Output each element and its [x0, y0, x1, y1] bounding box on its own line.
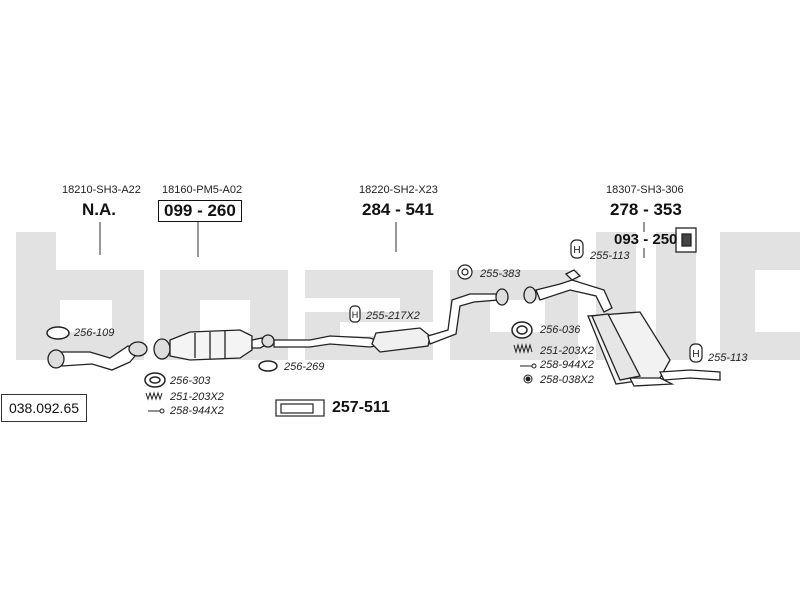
svg-text:H: H: [352, 310, 359, 320]
part-bolt-258-944-rear[interactable]: 258-944X2: [540, 359, 594, 371]
part-spring-251-203-rear[interactable]: 251-203X2: [540, 345, 594, 357]
part-mount-kit[interactable]: 257-511: [332, 399, 390, 416]
front-pipe-drawing: [47, 341, 148, 371]
part-gasket-256-269[interactable]: 256-269: [284, 361, 325, 373]
part-accessory[interactable]: 093 - 250: [614, 231, 678, 248]
watermark-logo: [16, 232, 800, 360]
accessory-box-drawing: [675, 227, 697, 253]
part-front-pipe: N.A.: [82, 200, 116, 219]
part-catalyst[interactable]: 099 - 260: [158, 200, 242, 222]
oem-number-middle: 18220-SH2-X23: [359, 184, 438, 196]
bosal-logo-box: [275, 399, 325, 417]
part-bolt-258-944-front[interactable]: 258-944X2: [170, 405, 224, 417]
catalytic-converter-drawing: [153, 329, 275, 361]
part-gasket-256-109[interactable]: 256-109: [74, 327, 115, 339]
part-spring-251-203-front[interactable]: 251-203X2: [170, 391, 224, 403]
part-nut-258-038[interactable]: 258-038X2: [540, 374, 594, 386]
oem-number-front-pipe: 18210-SH3-A22: [62, 184, 141, 196]
svg-text:H: H: [692, 349, 699, 360]
part-mount-255-113-right[interactable]: 255-113: [708, 352, 748, 364]
part-gasket-256-036[interactable]: 256-036: [540, 324, 581, 336]
oem-number-catalyst: 18160-PM5-A02: [162, 184, 243, 196]
part-mount-255-217[interactable]: 255-217X2: [366, 310, 420, 322]
heat-shield-icons: H H H: [349, 239, 703, 363]
part-rear-silencer[interactable]: 278 - 353: [610, 200, 682, 219]
svg-text:H: H: [573, 245, 580, 256]
part-gasket-256-303[interactable]: 256-303: [170, 375, 211, 387]
reference-number: 038.092.65: [1, 394, 87, 422]
part-mount-255-113-top[interactable]: 255-113: [590, 250, 630, 262]
gasket-drawings: [46, 321, 533, 388]
bolt-drawings: [148, 363, 537, 414]
middle-silencer-drawing: [273, 288, 509, 353]
pointer-lines: [99, 222, 645, 258]
spring-drawings: [145, 343, 533, 401]
part-mount-255-383[interactable]: 255-383: [480, 268, 521, 280]
oem-number-rear: 18307-SH3-306: [606, 184, 684, 196]
part-middle-silencer[interactable]: 284 - 541: [362, 200, 434, 219]
rear-silencer-drawing: [523, 269, 721, 387]
